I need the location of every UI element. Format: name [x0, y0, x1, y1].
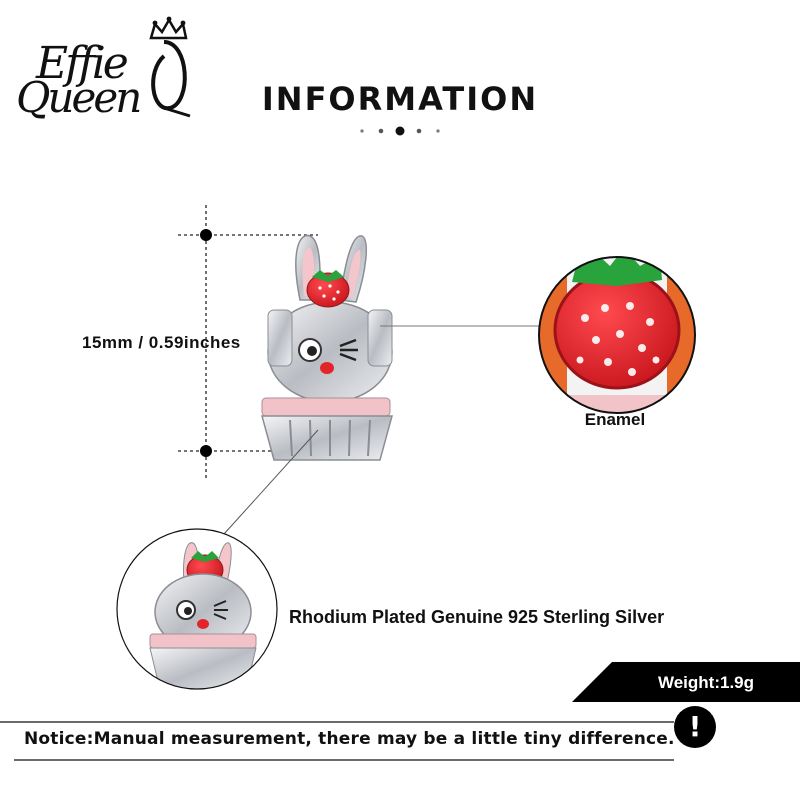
page-title: INFORMATION — [261, 80, 539, 118]
material-label: Rhodium Plated Genuine 925 Sterling Silv… — [289, 607, 665, 627]
brand-name-line1: Effie — [35, 38, 128, 89]
enamel-zoom-circle — [538, 256, 696, 414]
crown-icon — [149, 16, 188, 40]
title-divider-dots — [360, 126, 440, 136]
brand-name-line2: Queen — [16, 73, 140, 122]
dimension-label: 15mm / 0.59inches — [82, 333, 241, 352]
weight-label: Weight:1.9g — [657, 673, 755, 692]
notice-text: Notice:Manual measurement, there may be … — [24, 729, 675, 749]
exclamation-icon: ! — [674, 706, 716, 748]
enamel-label: Enamel — [584, 410, 646, 429]
charm-main — [261, 234, 393, 461]
brand-logo: Effie Queen — [16, 16, 191, 122]
weight-badge — [572, 662, 800, 702]
material-leader-line — [223, 429, 319, 535]
material-zoom-circle — [116, 528, 278, 690]
